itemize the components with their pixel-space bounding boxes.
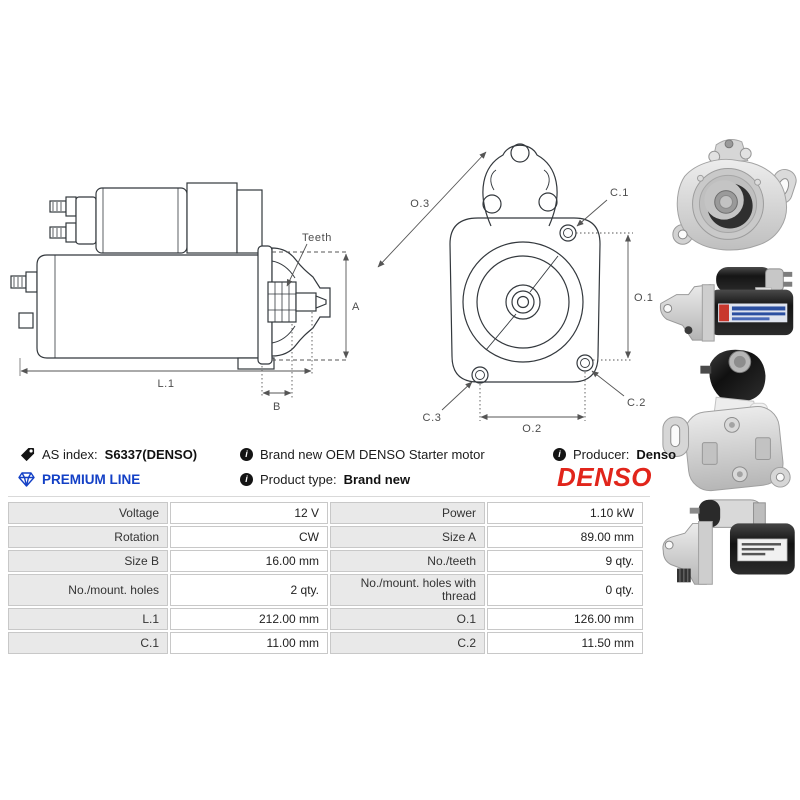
spec-value: 12 V [170, 502, 328, 524]
spec-label: C.1 [8, 632, 168, 654]
spec-label: No./mount. holes [8, 574, 168, 606]
dim-label-b: B [273, 401, 281, 412]
divider [8, 496, 650, 497]
product-description: i Brand new OEM DENSO Starter motor [240, 446, 485, 462]
dim-label-o3: O.3 [410, 198, 430, 210]
dim-label-c1: C.1 [610, 187, 629, 199]
spec-value: 11.50 mm [487, 632, 643, 654]
side-view-drawing: Teeth A L.1 B [10, 140, 360, 413]
spec-value: 212.00 mm [170, 608, 328, 630]
spec-value: 9 qty. [487, 550, 643, 572]
premium-line: PREMIUM LINE [18, 471, 140, 487]
spec-value: 126.00 mm [487, 608, 643, 630]
spec-value: 0 qty. [487, 574, 643, 606]
spec-label: No./teeth [330, 550, 485, 572]
info-icon: i [240, 447, 253, 461]
diamond-icon [18, 471, 35, 487]
as-index-value: S6337(DENSO) [104, 446, 198, 462]
dim-label-c2: C.2 [627, 397, 646, 409]
dim-label-c3: C.3 [423, 412, 442, 424]
front-view-drawing: O.3 C.1 O.1 C.2 C.3 O.2 [370, 130, 660, 436]
spec-label: Size A [330, 526, 485, 548]
producer-value: Denso [636, 446, 677, 462]
product-type-label: Product type: [260, 471, 337, 487]
spec-label: No./mount. holes with thread [330, 574, 485, 606]
spec-label: L.1 [8, 608, 168, 630]
spec-table: Voltage 12 V Power 1.10 kW Rotation CW S… [8, 502, 643, 654]
spec-value: 1.10 kW [487, 502, 643, 524]
product-photo-front[interactable] [660, 133, 798, 263]
producer: i Producer: Denso [553, 446, 676, 462]
spec-label: O.1 [330, 608, 485, 630]
as-index: AS index: S6337(DENSO) [20, 446, 197, 462]
product-type: i Product type: Brand new [240, 471, 410, 487]
spec-value: 2 qty. [170, 574, 328, 606]
premium-line-label: PREMIUM LINE [42, 471, 141, 487]
product-photo-rear[interactable] [658, 346, 798, 492]
spec-value: 16.00 mm [170, 550, 328, 572]
dim-label-l1: L.1 [157, 378, 174, 390]
denso-brand-logo: DENSO [557, 462, 652, 492]
tag-icon [20, 447, 35, 462]
dim-label-a: A [352, 301, 360, 313]
as-index-label: AS index: [42, 446, 98, 462]
spec-value: 89.00 mm [487, 526, 643, 548]
producer-label: Producer: [573, 446, 630, 462]
info-icon: i [240, 472, 253, 486]
product-photo-side-2[interactable] [658, 494, 800, 598]
dim-label-o1: O.1 [634, 292, 654, 304]
dim-label-teeth: Teeth [302, 232, 332, 244]
spec-label: Voltage [8, 502, 168, 524]
description-text: Brand new OEM DENSO Starter motor [260, 446, 485, 462]
spec-label: C.2 [330, 632, 485, 654]
product-type-value: Brand new [343, 471, 411, 487]
spec-value: CW [170, 526, 328, 548]
spec-label: Power [330, 502, 485, 524]
dim-label-o2: O.2 [522, 423, 542, 435]
info-icon: i [553, 447, 566, 461]
spec-label: Rotation [8, 526, 168, 548]
spec-label: Size B [8, 550, 168, 572]
product-photo-side[interactable] [658, 262, 798, 346]
spec-value: 11.00 mm [170, 632, 328, 654]
